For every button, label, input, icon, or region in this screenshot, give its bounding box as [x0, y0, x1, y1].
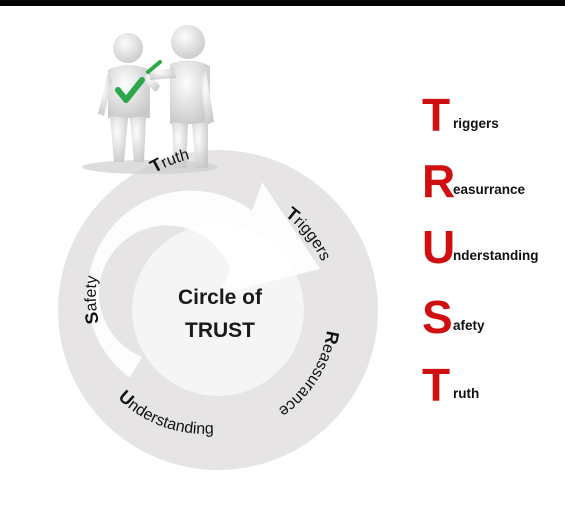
- figure-pair-icon: [82, 25, 218, 174]
- acronym-item-understanding: U nderstanding: [420, 224, 565, 284]
- cycle-label-safety: Safety: [81, 275, 103, 326]
- acronym-letter: T: [422, 89, 451, 141]
- acronym-letter: S: [422, 291, 453, 343]
- acronym-item-safety: S afety: [420, 294, 565, 354]
- acronym-letter: R: [422, 155, 456, 207]
- acronym-word: nderstanding: [453, 248, 539, 263]
- acronym-item-truth: T ruth: [420, 362, 565, 422]
- center-label-line2: TRUST: [185, 319, 255, 342]
- acronym-item-triggers: T riggers: [420, 92, 565, 152]
- cycle-ring: [58, 150, 378, 470]
- top-border: [0, 0, 565, 6]
- cycle-arrow: [87, 182, 320, 378]
- acronym-word: riggers: [453, 116, 499, 131]
- acronym-item-reasurrance: R easurrance: [420, 158, 565, 218]
- checkmark-icon: [115, 60, 162, 103]
- acronym-letter: U: [422, 221, 456, 273]
- acronym-letter: T: [422, 359, 451, 411]
- acronym-word: ruth: [453, 386, 480, 401]
- acronym-word: easurrance: [453, 182, 526, 197]
- acronym-word: afety: [453, 318, 485, 333]
- center-label-line1: Circle of: [178, 286, 263, 309]
